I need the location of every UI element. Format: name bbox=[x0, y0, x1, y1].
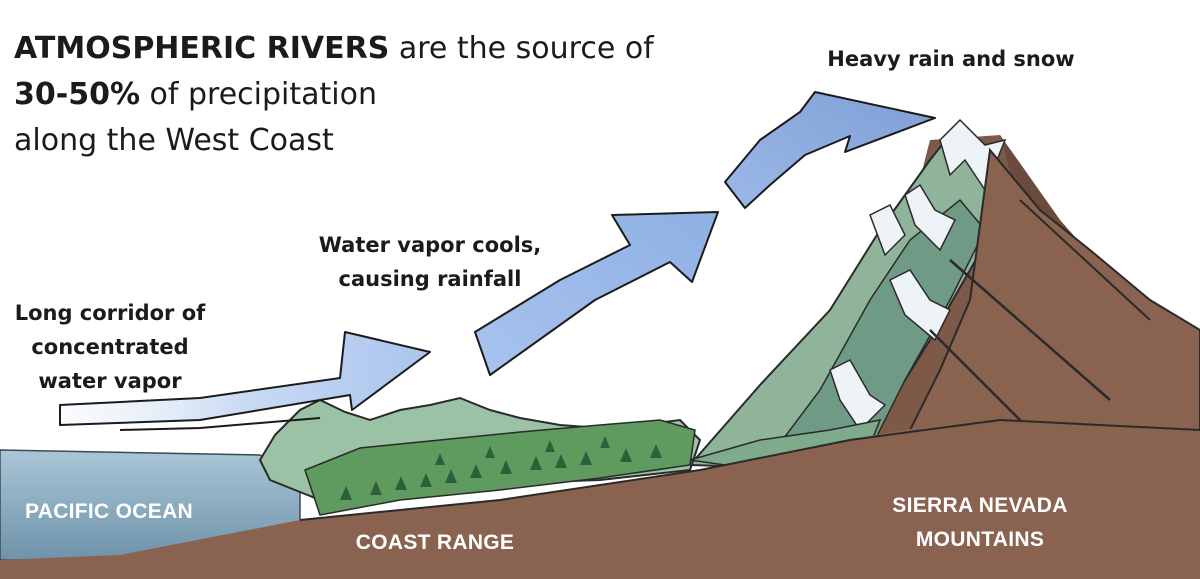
label-heavy-rain: Heavy rain and snow bbox=[806, 42, 1096, 76]
snow-patch-3 bbox=[829, 359, 887, 432]
label-corridor-line-3: water vapor bbox=[38, 369, 182, 393]
label-sierra-line-2: MOUNTAINS bbox=[915, 528, 1045, 551]
tree-icon bbox=[445, 469, 457, 483]
label-vapor-cools: Water vapor cools, causing rainfall bbox=[300, 228, 560, 296]
snow-patch-4 bbox=[869, 203, 906, 257]
label-vapor-cools-line-2: causing rainfall bbox=[338, 267, 522, 291]
label-pacific-ocean: PACIFIC OCEAN bbox=[4, 495, 214, 529]
snow-patch-1 bbox=[904, 183, 957, 252]
tree-icon bbox=[555, 454, 567, 468]
label-corridor: Long corridor of concentrated water vapo… bbox=[0, 296, 220, 398]
headline-line-3: along the West Coast bbox=[14, 123, 334, 158]
ground-outline bbox=[299, 418, 1200, 521]
label-coast-range-text: COAST RANGE bbox=[355, 531, 515, 554]
forest-trees bbox=[340, 436, 662, 500]
cooling-vapor-arrow bbox=[474, 211, 719, 376]
ground bbox=[0, 420, 1200, 579]
rock-stratum-4 bbox=[1019, 199, 1151, 321]
tree-icon bbox=[420, 473, 432, 487]
label-heavy-rain-text: Heavy rain and snow bbox=[827, 47, 1075, 71]
label-pacific-ocean-text: PACIFIC OCEAN bbox=[24, 500, 193, 523]
tree-icon bbox=[650, 444, 662, 458]
snow-patch-2 bbox=[889, 269, 952, 342]
tree-icon bbox=[580, 451, 592, 465]
tree-icon bbox=[370, 481, 382, 495]
tree-icon bbox=[435, 453, 445, 465]
headline-bold-1: ATMOSPHERIC RIVERS bbox=[14, 31, 390, 66]
vapor-corridor-arrow bbox=[59, 331, 431, 426]
sierra-green-darker bbox=[758, 198, 986, 472]
label-sierra-line-1: SIERRA NEVADA bbox=[892, 494, 1068, 517]
tree-icon bbox=[470, 464, 482, 478]
label-corridor-line-1: Long corridor of bbox=[14, 301, 206, 325]
forest-band bbox=[304, 419, 696, 516]
rock-stratum-2 bbox=[949, 259, 1111, 401]
headline-rest-2: of precipitation bbox=[140, 77, 377, 112]
tree-icon bbox=[620, 448, 632, 462]
label-sierra-nevada: SIERRA NEVADA MOUNTAINS bbox=[855, 489, 1105, 557]
headline-bold-2: 30-50% bbox=[14, 77, 141, 112]
headline-rest-1: are the source of bbox=[389, 31, 654, 66]
tree-icon bbox=[545, 440, 555, 452]
tree-icon bbox=[600, 436, 610, 448]
tree-icon bbox=[500, 460, 512, 474]
headline-line-1: ATMOSPHERIC RIVERS are the source of bbox=[14, 26, 714, 72]
headline-line-2: 30-50% of precipitation bbox=[14, 72, 714, 118]
tree-icon bbox=[340, 486, 352, 500]
headline: ATMOSPHERIC RIVERS are the source of 30-… bbox=[14, 26, 714, 164]
label-vapor-cools-line-1: Water vapor cools, bbox=[318, 233, 542, 257]
tree-icon bbox=[530, 456, 542, 470]
tree-icon bbox=[485, 446, 495, 458]
label-coast-range: COAST RANGE bbox=[330, 526, 540, 560]
tree-icon bbox=[395, 476, 407, 490]
corridor-lower-line bbox=[119, 417, 321, 431]
label-corridor-line-2: concentrated bbox=[31, 335, 189, 359]
heavy-rain-arrow bbox=[724, 91, 936, 209]
